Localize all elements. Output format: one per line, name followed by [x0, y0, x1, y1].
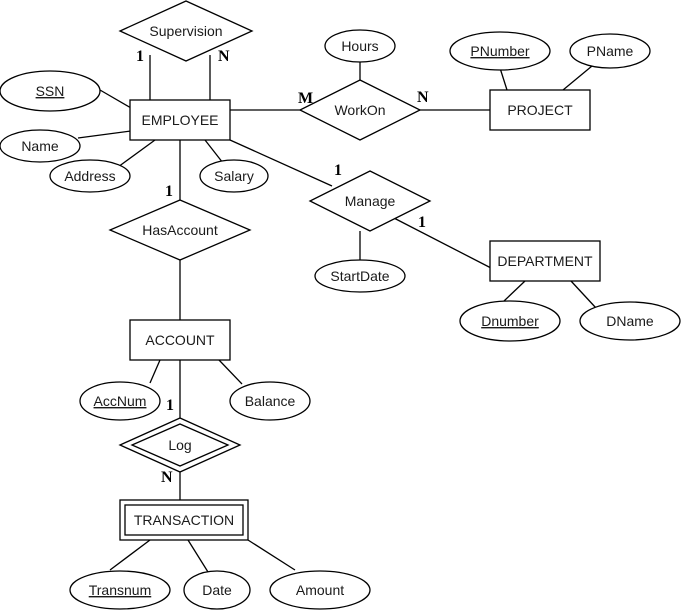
transaction-weak-entity: TRANSACTION: [119, 499, 249, 541]
name-label: Name: [21, 138, 59, 154]
department-label: DEPARTMENT: [497, 253, 593, 269]
accnum-label: AccNum: [94, 393, 147, 409]
date-attribute: Date: [183, 570, 251, 610]
project-entity: PROJECT: [489, 89, 591, 131]
supervision-label: Supervision: [149, 23, 222, 39]
ssn-attribute: SSN: [0, 70, 101, 112]
log-identifying-relationship: Log: [118, 417, 242, 473]
balance-label: Balance: [245, 393, 296, 409]
account-entity: ACCOUNT: [129, 319, 231, 361]
amount-label: Amount: [296, 582, 344, 598]
account-label: ACCOUNT: [145, 332, 215, 348]
address-label: Address: [64, 168, 115, 184]
connector-lines: [77, 55, 597, 573]
pnumber-attribute: PNumber: [449, 31, 551, 71]
dname-attribute: DName: [579, 301, 681, 341]
startdate-label: StartDate: [330, 268, 389, 284]
cardinality-workon-employee: M: [298, 90, 313, 107]
dnumber-label: Dnumber: [481, 313, 539, 329]
cardinality-labels: 1 N M N 1 1 1 1 N: [136, 48, 429, 486]
dnumber-attribute: Dnumber: [459, 300, 561, 342]
address-attribute: Address: [49, 159, 131, 193]
amount-attribute: Amount: [269, 570, 371, 610]
accnum-attribute: AccNum: [79, 381, 161, 421]
salary-attribute: Salary: [199, 159, 269, 193]
supervision-relationship: Supervision: [118, 0, 254, 62]
startdate-attribute: StartDate: [314, 259, 406, 293]
transnum-attribute: Transnum: [69, 570, 171, 610]
dname-label: DName: [606, 313, 654, 329]
manage-relationship: Manage: [308, 170, 432, 232]
date-label: Date: [202, 582, 232, 598]
workon-label: WorkOn: [334, 102, 385, 118]
cardinality-log-transaction: N: [161, 469, 173, 486]
cardinality-manage-employee: 1: [334, 162, 342, 179]
name-attribute: Name: [0, 129, 81, 163]
transaction-label: TRANSACTION: [134, 512, 234, 528]
hours-attribute: Hours: [324, 29, 396, 63]
balance-attribute: Balance: [229, 381, 311, 421]
pname-label: PName: [587, 43, 634, 59]
cardinality-manage-department: 1: [418, 214, 426, 231]
project-label: PROJECT: [507, 102, 573, 118]
hours-label: Hours: [341, 38, 378, 54]
employee-entity: EMPLOYEE: [129, 99, 231, 141]
salary-label: Salary: [214, 168, 254, 184]
workon-relationship: WorkOn: [298, 79, 422, 141]
cardinality-log-account: 1: [166, 397, 174, 414]
cardinality-supervision-right: N: [218, 48, 230, 65]
cardinality-supervision-left: 1: [136, 48, 144, 65]
pnumber-label: PNumber: [470, 43, 529, 59]
ssn-label: SSN: [36, 83, 65, 99]
cardinality-hasaccount-employee: 1: [165, 183, 173, 200]
department-entity: DEPARTMENT: [489, 240, 601, 282]
employee-label: EMPLOYEE: [141, 112, 218, 128]
manage-label: Manage: [345, 193, 396, 209]
pname-attribute: PName: [569, 33, 651, 69]
hasaccount-relationship: HasAccount: [108, 199, 252, 261]
hasaccount-label: HasAccount: [142, 222, 218, 238]
log-label: Log: [168, 437, 191, 453]
transnum-label: Transnum: [89, 582, 152, 598]
cardinality-workon-project: N: [417, 89, 429, 106]
